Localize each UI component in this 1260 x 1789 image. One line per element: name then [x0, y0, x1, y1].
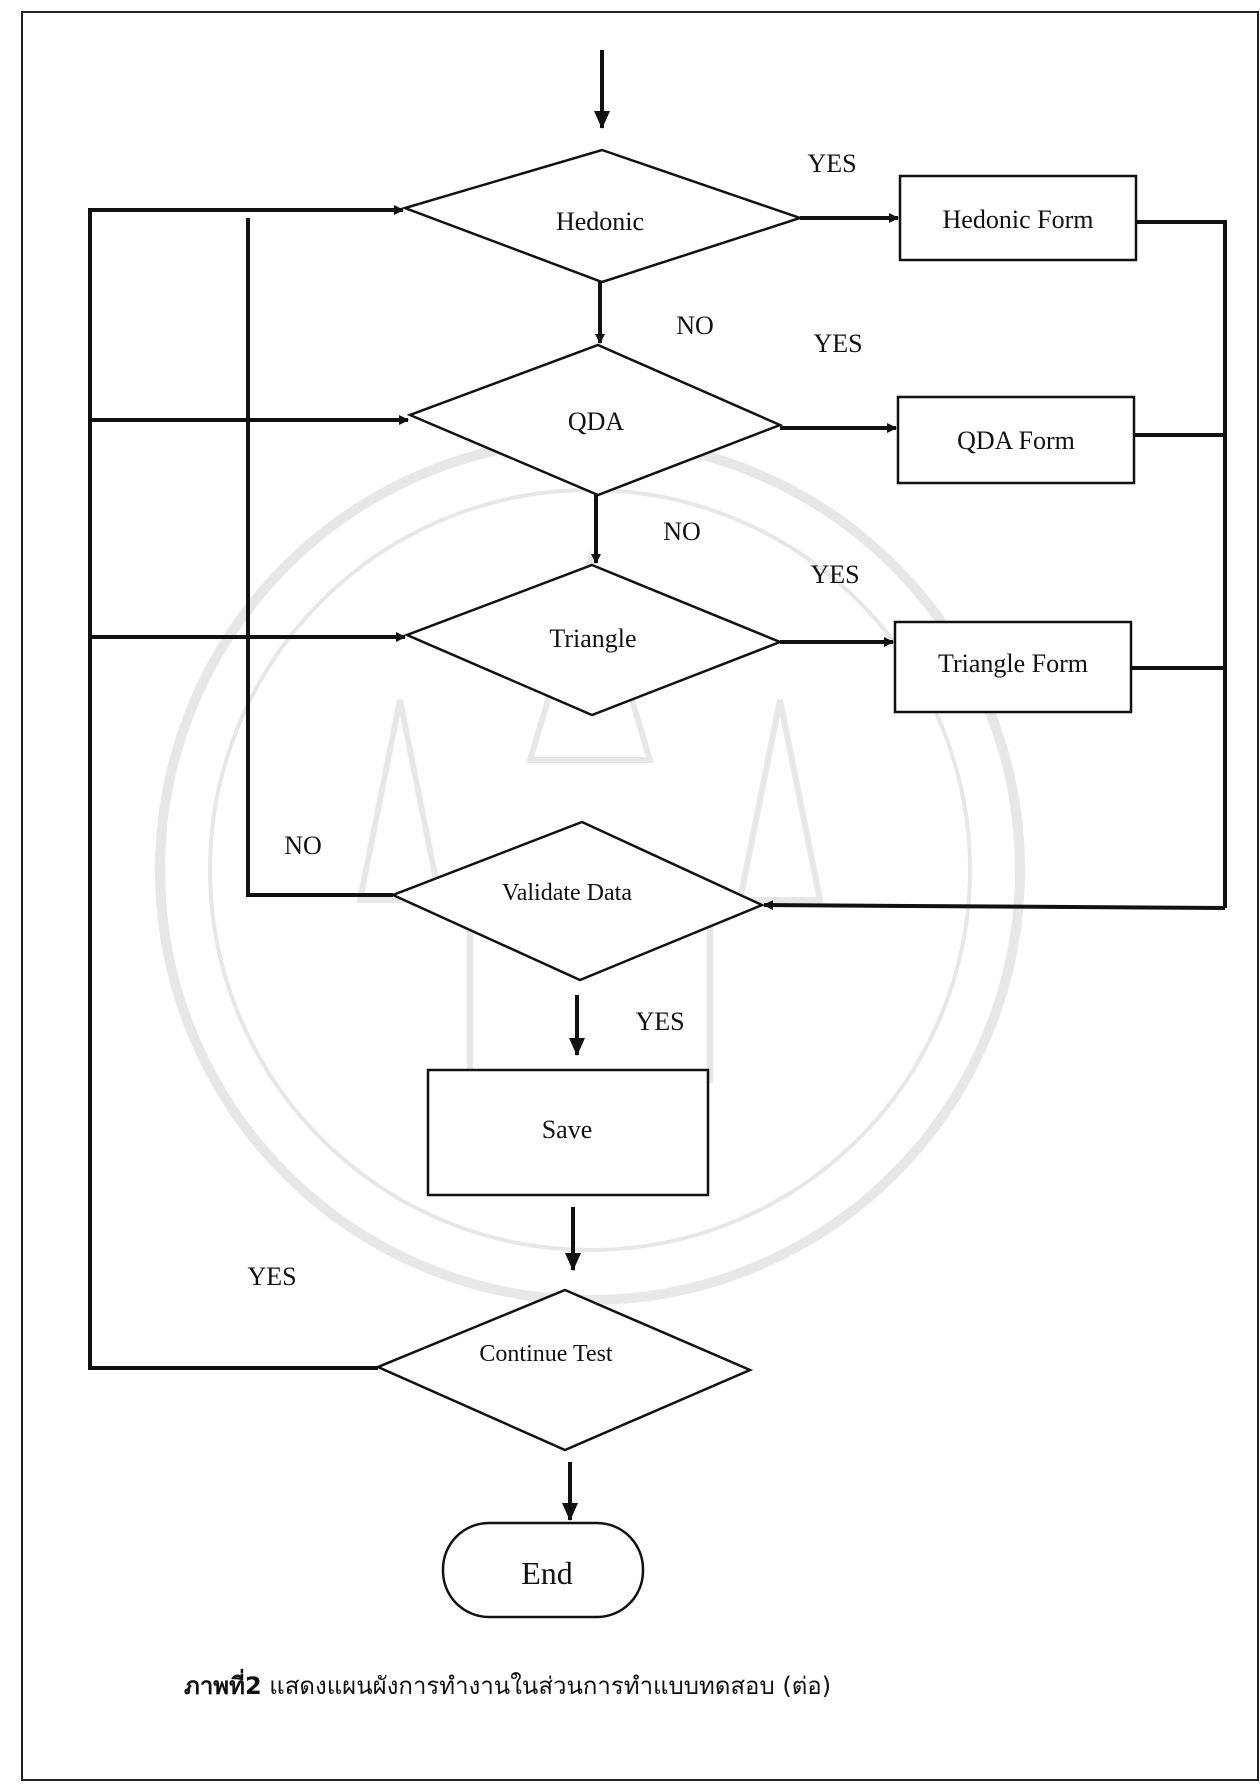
yes-label-triangle: YES: [810, 560, 859, 589]
triangle-form-label: Triangle Form: [938, 649, 1088, 678]
end-label: End: [521, 1555, 573, 1591]
save-label: Save: [542, 1115, 593, 1144]
caption-prefix: ภาพที่2: [184, 1668, 262, 1700]
continue-decision[interactable]: [378, 1290, 750, 1450]
collector-to-validate: [764, 905, 1225, 908]
qda-label: QDA: [568, 407, 625, 436]
validate-label: Validate Data: [502, 880, 632, 906]
hedonic-label: Hedonic: [556, 207, 644, 236]
yes-label-hedonic: YES: [807, 149, 856, 178]
continue-yes-loop: [90, 208, 378, 1368]
triangle-label: Triangle: [549, 624, 636, 653]
qda-form-label: QDA Form: [957, 426, 1075, 455]
caption-text: แสดงแผนผังการทำงานในส่วนการทำแบบทดสอบ (ต…: [262, 1672, 831, 1700]
no-label-hedonic: NO: [676, 311, 714, 340]
no-label-validate: NO: [284, 831, 322, 860]
yes-label-qda: YES: [813, 329, 862, 358]
figure-caption: ภาพที่2 แสดงแผนผังการทำงานในส่วนการทำแบบ…: [184, 1668, 831, 1700]
validate-no-loop: [248, 218, 393, 895]
yes-label-validate: YES: [635, 1007, 684, 1036]
hedonic-form-label: Hedonic Form: [943, 205, 1094, 234]
no-label-qda: NO: [663, 517, 701, 546]
continue-label: Continue Test: [479, 1341, 613, 1367]
yes-label-continue: YES: [247, 1262, 296, 1291]
hedonic-form-return: [1136, 222, 1225, 908]
